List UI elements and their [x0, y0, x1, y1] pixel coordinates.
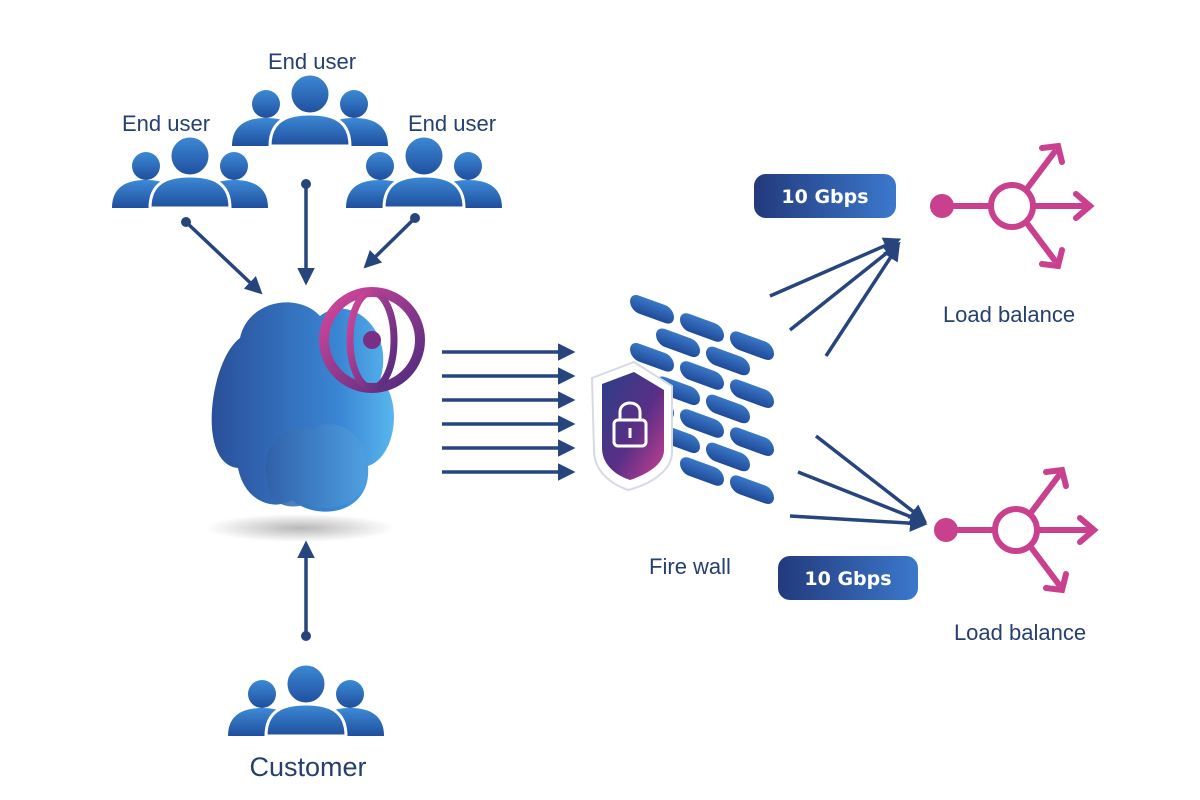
- lower-links: [789, 434, 928, 532]
- people-icon: [110, 134, 270, 210]
- end-user-top-label: End user: [268, 49, 356, 74]
- upper-bandwidth-text: 10 Gbps: [781, 186, 868, 208]
- upper-links: [769, 237, 902, 357]
- firewall-label: Fire wall: [649, 554, 731, 579]
- customer-group: Customer: [226, 540, 386, 782]
- load-balancer-lower-label: Load balance: [954, 620, 1086, 645]
- people-icon: [226, 662, 386, 738]
- end-user-left-label: End user: [122, 111, 210, 136]
- end-user-connectors: [181, 179, 420, 295]
- load-balancer-upper: Load balance: [930, 146, 1090, 327]
- traffic-arrows: [442, 343, 576, 481]
- end-user-group-left: End user: [110, 111, 270, 210]
- people-icon: [344, 134, 504, 210]
- end-user-group-top: End user: [230, 49, 390, 148]
- upper-bandwidth-badge: 10 Gbps: [754, 174, 896, 218]
- load-balancer-icon: [934, 470, 1094, 590]
- load-balancer-lower: Load balance: [934, 470, 1094, 645]
- people-icon: [230, 72, 390, 148]
- end-user-group-right: End user: [344, 111, 504, 210]
- shield-lock-icon: [590, 360, 673, 492]
- end-user-right-label: End user: [408, 111, 496, 136]
- firewall: Fire wall: [590, 292, 774, 579]
- load-balancer-icon: [930, 146, 1090, 266]
- customer-label: Customer: [249, 752, 366, 782]
- lower-bandwidth-text: 10 Gbps: [804, 568, 891, 590]
- globe-icon: [319, 287, 425, 393]
- lower-bandwidth-badge: 10 Gbps: [778, 556, 918, 600]
- load-balancer-upper-label: Load balance: [943, 302, 1075, 327]
